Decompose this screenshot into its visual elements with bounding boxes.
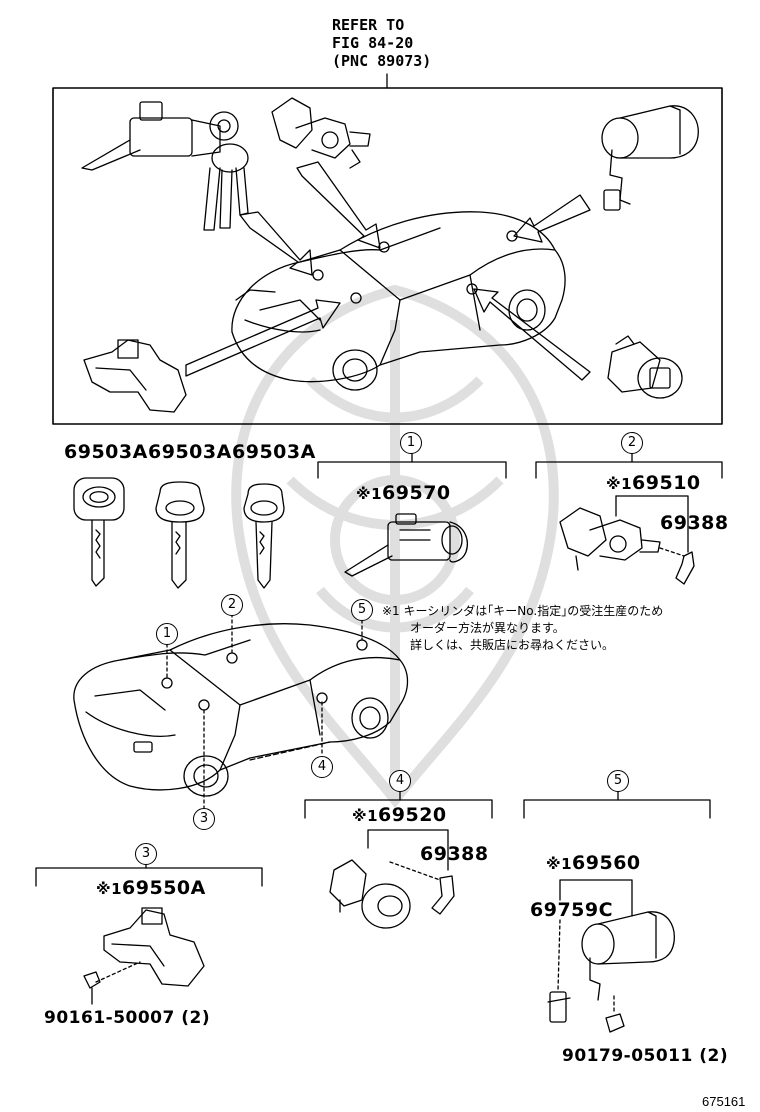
group-5-mark: ※1 [546,855,573,873]
group-5-bolt: 90179-05011 (2) [562,1046,729,1066]
group-1-callout: 1 [400,432,422,454]
group-4-part: 69520 [378,804,447,826]
order-note-line1: キーシリンダは｢キーNo.指定｣の受注生産のため [403,604,664,618]
group-3-mark: ※1 [96,880,123,898]
group-3-bolt: 90161-50007 (2) [44,1008,211,1028]
key-part-number-3: 69503A [232,441,316,463]
group-5-callout: 5 [607,770,629,792]
group-1-part-number: ※169570 [356,482,451,504]
figure-id: 675161 [702,1094,746,1109]
car-callout-3: 3 [193,808,215,830]
order-note-mark: ※1 [382,604,400,618]
order-note: ※1 キーシリンダは｢キーNo.指定｣の受注生産のため オーダー方法が異なります… [382,603,663,654]
group-4-part-number: ※169520 [352,804,447,826]
group-1-part: 69570 [382,482,451,504]
group-2-part-number: ※169510 [606,472,701,494]
group-2-sub-part: 69388 [660,512,729,534]
group-5-sub-part: 69759C [530,899,614,921]
group-2-part: 69510 [632,472,701,494]
car-callout-2: 2 [221,594,243,616]
group-3-part: 69550A [122,877,206,899]
group-2-callout: 2 [621,432,643,454]
group-3-part-number: ※169550A [96,877,206,899]
group-5-part: 69560 [572,852,641,874]
order-note-line3: 詳しくは、共販店にお尋ねください。 [410,638,615,652]
group-5-part-number: ※169560 [546,852,641,874]
key-part-number-1: 69503A [64,441,148,463]
car-callout-5: 5 [351,599,373,621]
refer-to-line2: FIG 84-20 [332,34,414,52]
group-4-mark: ※1 [352,807,379,825]
group-4-sub-part: 69388 [420,843,489,865]
refer-to-line3: (PNC 89073) [332,52,432,70]
group-1-mark: ※1 [356,485,383,503]
group-4-callout: 4 [389,770,411,792]
car-callout-1: 1 [156,623,178,645]
group-2-mark: ※1 [606,475,633,493]
group-3-callout: 3 [135,843,157,865]
refer-to-line1: REFER TO [332,16,405,34]
key-part-number-2: 69503A [148,441,232,463]
order-note-line2: オーダー方法が異なります。 [410,621,565,635]
car-callout-4: 4 [311,756,333,778]
